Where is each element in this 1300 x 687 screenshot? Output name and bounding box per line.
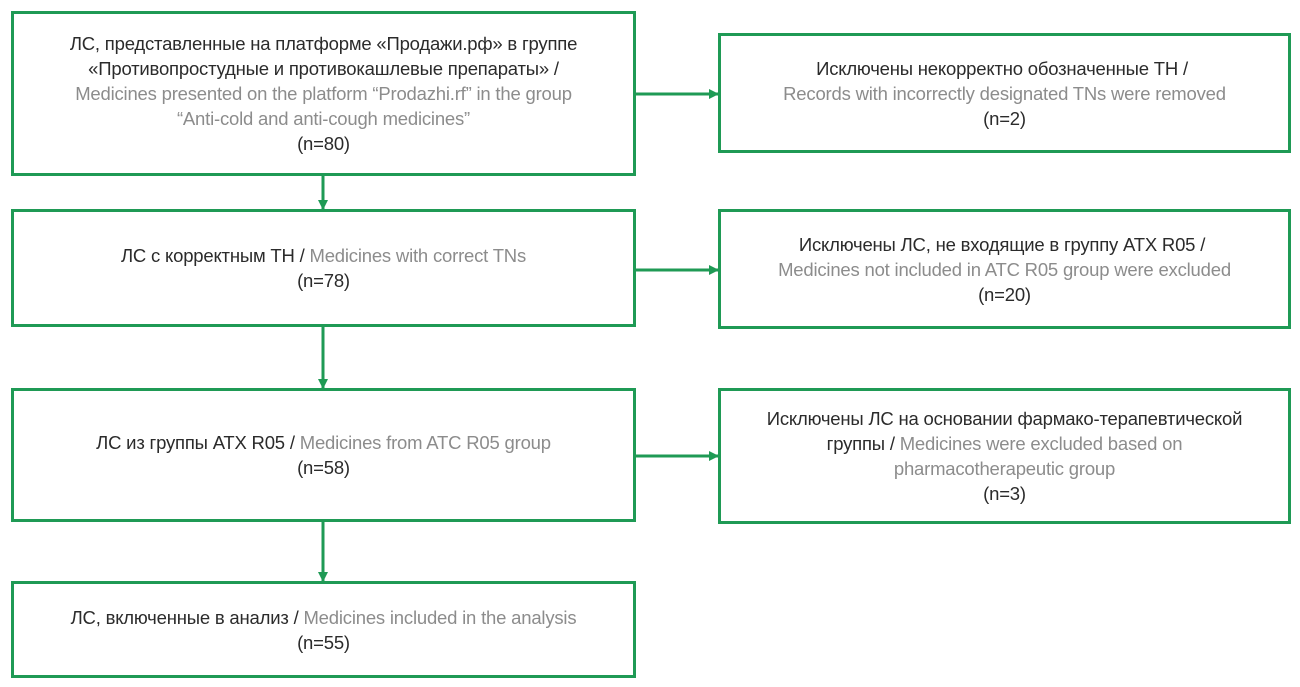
box-atc-r05-count: (n=58): [297, 457, 350, 478]
box-excluded-3-ru-line1: Исключены ЛС на основании фармако-терапе…: [766, 408, 1243, 429]
box-excluded-3-en-line3: pharmacotherapeutic group: [893, 458, 1116, 479]
box-included-count: (n=55): [297, 631, 350, 653]
box-excluded-incorrect-tn: Исключены некорректно обозначенные ТН / …: [718, 33, 1291, 153]
box-initial-ru-line1: ЛС, представленные на платформе «Продажи…: [69, 33, 578, 54]
box-included-en: Medicines included in the analysis: [303, 606, 577, 628]
box-excluded-3-count: (n=3): [983, 483, 1026, 504]
box-initial-en-line1: Medicines presented on the platform “Pro…: [75, 83, 572, 104]
box-excluded-2-ru: Исключены ЛС, не входящие в группу АТХ R…: [798, 233, 1196, 255]
box-excluded-2-count: (n=20): [978, 283, 1031, 305]
box-correct-tn-en: Medicines with correct TNs: [309, 245, 527, 266]
separator: /: [294, 245, 310, 266]
box-initial-count: (n=80): [297, 133, 350, 154]
box-excluded-3-ru-line2: группы: [826, 433, 885, 454]
box-atc-r05-ru: ЛС из группы АТХ R05: [96, 432, 285, 453]
box-correct-tn-ru: ЛС с корректным ТН: [120, 245, 295, 266]
separator: /: [1178, 57, 1193, 79]
box-included: ЛС, включенные в анализ / Medicines incl…: [11, 581, 636, 678]
box-excluded-1-count: (n=2): [983, 107, 1026, 129]
separator: /: [884, 433, 900, 454]
box-atc-r05-en: Medicines from ATC R05 group: [299, 432, 551, 453]
box-excluded-1-en: Records with incorrectly designated TNs …: [783, 82, 1226, 104]
box-excluded-not-atc: Исключены ЛС, не входящие в группу АТХ R…: [718, 209, 1291, 329]
box-excluded-pharmacotherapeutic: Исключены ЛС на основании фармако-терапе…: [718, 388, 1291, 524]
box-excluded-3-en-line2: Medicines were excluded based on: [899, 433, 1183, 454]
box-correct-tn-count: (n=78): [297, 270, 350, 291]
box-excluded-2-en: Medicines not included in ATC R05 group …: [778, 258, 1231, 280]
box-included-ru: ЛС, включенные в анализ: [70, 606, 289, 628]
separator: /: [288, 606, 304, 628]
box-initial-ru-line2: «Противопростудные и противокашлевые пре…: [88, 58, 559, 79]
box-atc-r05: ЛС из группы АТХ R05 / Medicines from AT…: [11, 388, 636, 522]
box-initial-medicines: ЛС, представленные на платформе «Продажи…: [11, 11, 636, 176]
box-excluded-1-ru: Исключены некорректно обозначенные ТН: [816, 57, 1179, 79]
box-correct-tn: ЛС с корректным ТН / Medicines with corr…: [11, 209, 636, 327]
separator: /: [1195, 233, 1211, 255]
box-initial-en-line2: “Anti-cold and anti-cough medicines”: [176, 108, 471, 129]
separator: /: [284, 432, 300, 453]
